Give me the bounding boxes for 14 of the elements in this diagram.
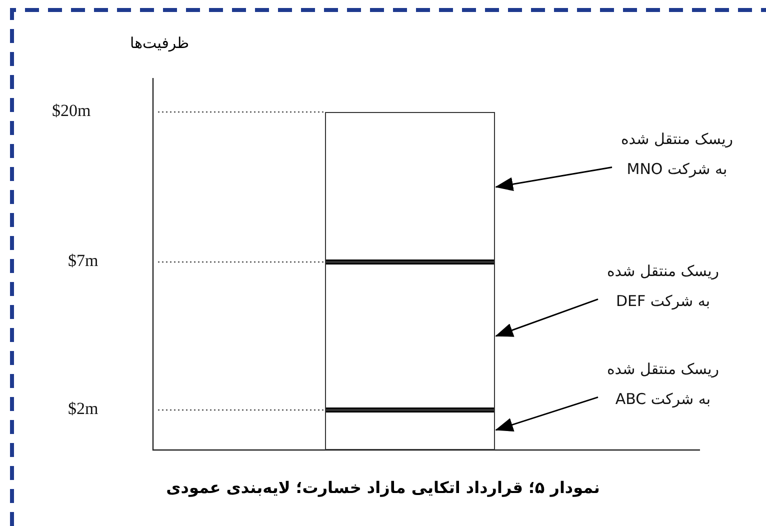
tick-label: $2m <box>68 399 98 419</box>
layer-box <box>325 112 495 262</box>
arrow <box>495 166 612 192</box>
tick-label: $7m <box>68 251 98 271</box>
arrow <box>495 298 598 337</box>
figure-caption: نمودار ۵؛ قرارداد اتکایی مازاد خسارت؛ لایه‌بندی عمودی <box>166 478 600 497</box>
callout-text: ریسک منتقل شده به شرکت DEF <box>602 256 724 316</box>
arrow <box>495 396 598 432</box>
callout-text: ریسک منتقل شده به شرکت MNO <box>616 124 738 184</box>
axis-title: ظرفیت‌ها <box>130 34 190 52</box>
callout-text: ریسک منتقل شده به شرکت ABC <box>602 354 724 414</box>
tick-label: $20m <box>52 101 91 121</box>
layer-box <box>325 410 495 450</box>
layer-box <box>325 262 495 410</box>
